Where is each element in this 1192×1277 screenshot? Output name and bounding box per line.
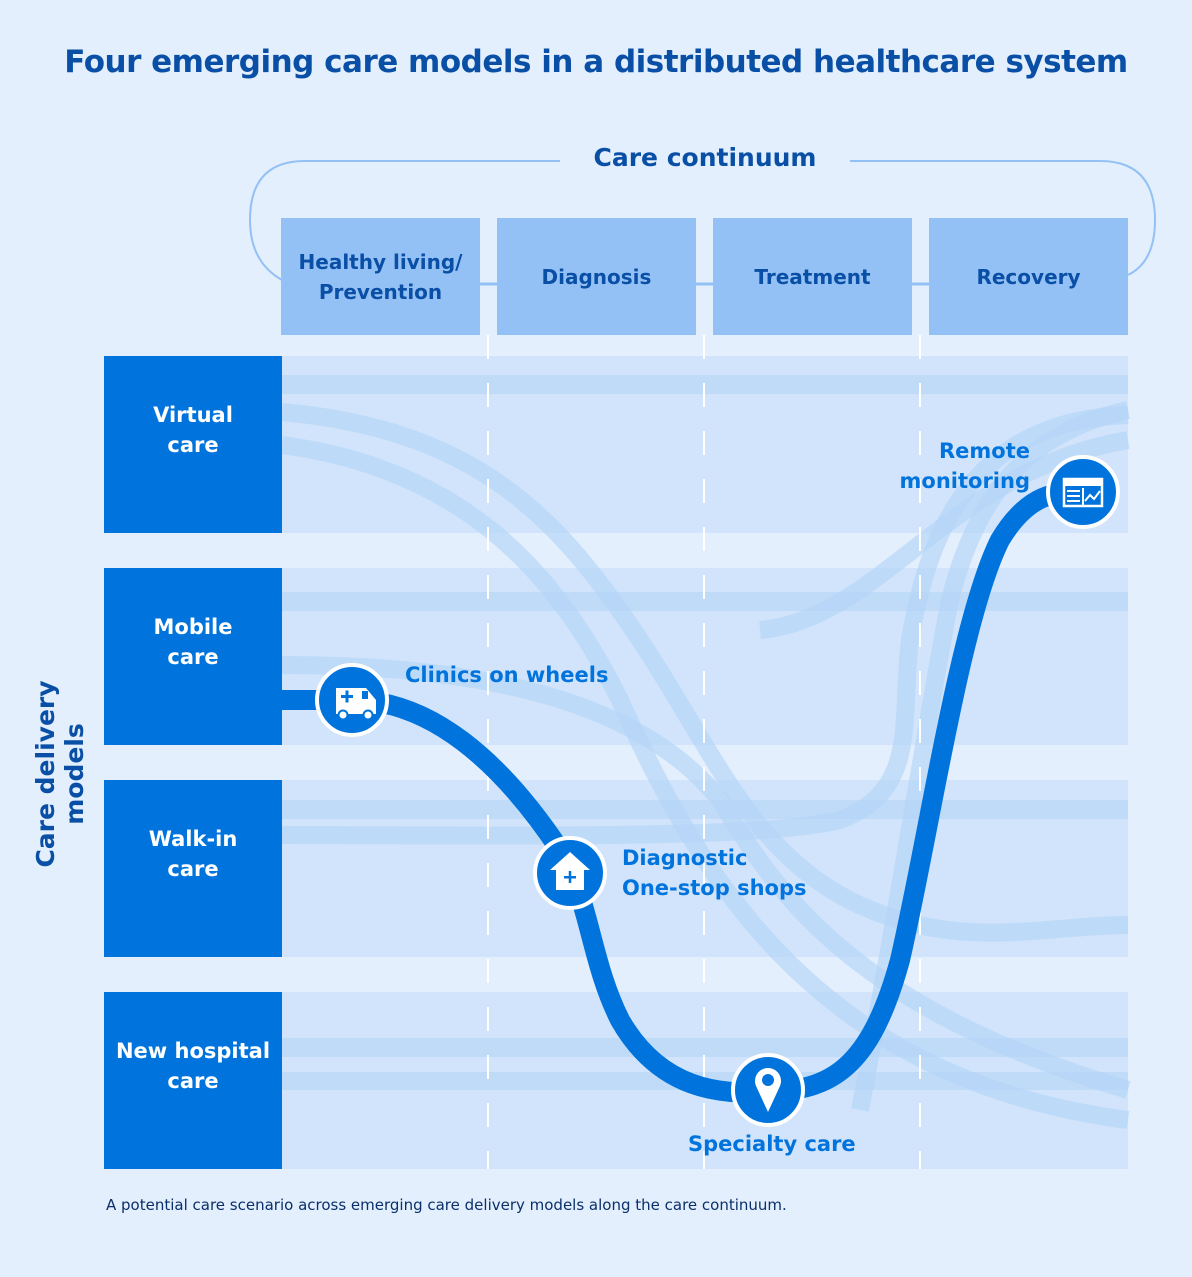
model-virtual-care: Virtual care <box>104 356 282 533</box>
ambulance-icon <box>315 663 389 737</box>
model-walk-in-care: Walk-in care <box>104 780 282 957</box>
stage-diagnosis: Diagnosis <box>497 218 696 335</box>
node-label-line1: Diagnostic <box>622 846 748 870</box>
node-label-clinics-on-wheels: Clinics on wheels <box>405 663 609 687</box>
node-label-diagnostic-one-stop-shops: Diagnostic One-stop shops <box>622 843 806 903</box>
model-new-hospital-care: New hospital care <box>104 992 282 1169</box>
model-mobile-care: Mobile care <box>104 568 282 745</box>
model-label-line2: care <box>167 644 219 669</box>
location-pin-icon <box>731 1053 805 1127</box>
page-title: Four emerging care models in a distribut… <box>64 44 1128 80</box>
stage-label-line2: Prevention <box>318 279 443 304</box>
figure-caption: A potential care scenario across emergin… <box>106 1196 787 1214</box>
clinic-house-icon <box>533 836 607 910</box>
monitor-dashboard-icon <box>1046 455 1120 529</box>
stage-recovery: Recovery <box>929 218 1128 335</box>
model-label-line2: care <box>167 432 219 457</box>
model-label-line1: New hospital <box>115 1038 271 1063</box>
node-label-line1: Remote <box>938 439 1030 463</box>
node-label-specialty-care: Specialty care <box>688 1132 856 1156</box>
care-continuum-label: Care continuum <box>560 143 850 172</box>
model-label-line2: care <box>167 1068 219 1093</box>
stage-label-line1: Healthy living/ <box>298 249 463 274</box>
node-label-line2: monitoring <box>899 469 1030 493</box>
model-label-line1: Virtual <box>153 402 233 427</box>
node-label-line2: One-stop shops <box>622 876 807 900</box>
stage-treatment: Treatment <box>713 218 912 335</box>
stage-healthy-living-prevention: Healthy living/ Prevention <box>281 218 480 335</box>
node-label-remote-monitoring: Remote monitoring <box>880 436 1030 496</box>
model-label-line2: care <box>167 856 219 881</box>
model-label-line1: Mobile <box>153 614 233 639</box>
model-label-line1: Walk-in <box>148 826 238 851</box>
